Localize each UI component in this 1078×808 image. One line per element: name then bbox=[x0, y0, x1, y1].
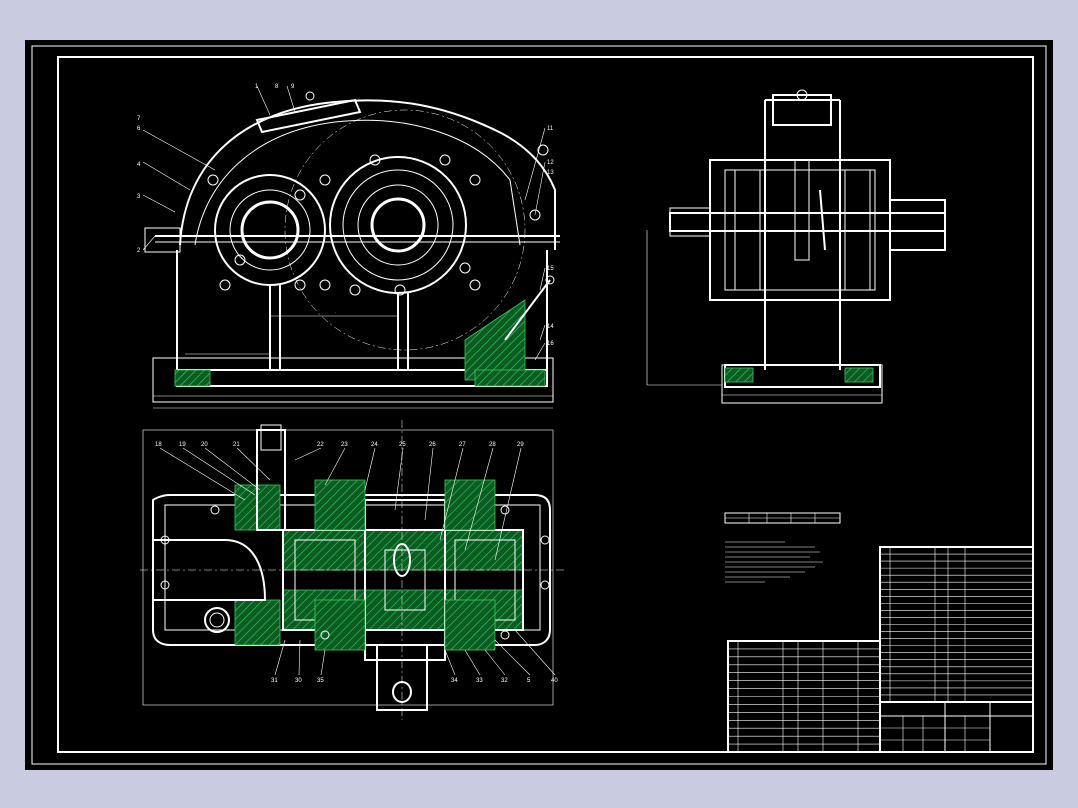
plan-balloon: 28 bbox=[489, 442, 496, 448]
front-balloon: 14 bbox=[547, 324, 554, 330]
front-balloon: 13 bbox=[547, 170, 554, 176]
side-view bbox=[646, 89, 946, 404]
plan-balloon: 23 bbox=[341, 442, 348, 448]
plan-balloon: 27 bbox=[459, 442, 466, 448]
plan-balloon: 26 bbox=[429, 442, 436, 448]
plan-view: 18 19 20 21 22 23 24 25 26 27 28 29 31 3… bbox=[140, 420, 565, 720]
gearbox-assembly-drawing: · 1 8 9 7 6 4 3 2 11 12 13 15 14 16 bbox=[31, 45, 1047, 765]
front-balloon: 2 bbox=[137, 248, 141, 254]
technical-notes bbox=[725, 541, 823, 583]
plan-balloon: 22 bbox=[317, 442, 324, 448]
front-balloon: 15 bbox=[547, 266, 554, 272]
front-balloon: 9 bbox=[291, 84, 295, 90]
plan-balloon: 19 bbox=[179, 442, 186, 448]
front-balloon: 6 bbox=[137, 126, 141, 132]
plan-balloon: 30 bbox=[295, 678, 302, 684]
plan-balloon: 33 bbox=[476, 678, 483, 684]
front-balloon: 3 bbox=[137, 194, 141, 200]
front-balloon: 8 bbox=[275, 84, 279, 90]
technical-spec-table bbox=[724, 512, 841, 524]
front-balloon: 11 bbox=[547, 126, 554, 132]
plan-balloon: 34 bbox=[451, 678, 458, 684]
front-balloon: 7 bbox=[137, 116, 141, 122]
front-view: · 1 8 9 7 6 4 3 2 11 12 13 15 14 16 bbox=[137, 84, 560, 409]
plan-balloon: 18 bbox=[155, 442, 162, 448]
plan-balloon: 24 bbox=[371, 442, 378, 448]
front-balloon: 16 bbox=[547, 341, 554, 347]
cad-drawing-viewport[interactable]: · 1 8 9 7 6 4 3 2 11 12 13 15 14 16 bbox=[25, 40, 1053, 770]
plan-balloon: 25 bbox=[399, 442, 406, 448]
plan-balloon: 40 bbox=[551, 678, 558, 684]
plan-balloon: 32 bbox=[501, 678, 508, 684]
plan-balloon: 20 bbox=[201, 442, 208, 448]
title-block bbox=[879, 701, 1034, 753]
plan-balloon: 21 bbox=[233, 442, 240, 448]
front-balloon: 4 bbox=[137, 162, 141, 168]
plan-balloon: 29 bbox=[517, 442, 524, 448]
plan-balloon: 31 bbox=[271, 678, 278, 684]
outer-frame bbox=[31, 45, 1047, 765]
front-balloon: 12 bbox=[547, 160, 554, 166]
front-balloon: 1 bbox=[255, 84, 259, 90]
plan-balloon: 5 bbox=[527, 678, 531, 684]
inner-frame bbox=[57, 56, 1034, 753]
lower-parts-list-table bbox=[727, 640, 881, 753]
plan-balloon: 35 bbox=[317, 678, 324, 684]
svg-text:·: · bbox=[335, 310, 336, 315]
